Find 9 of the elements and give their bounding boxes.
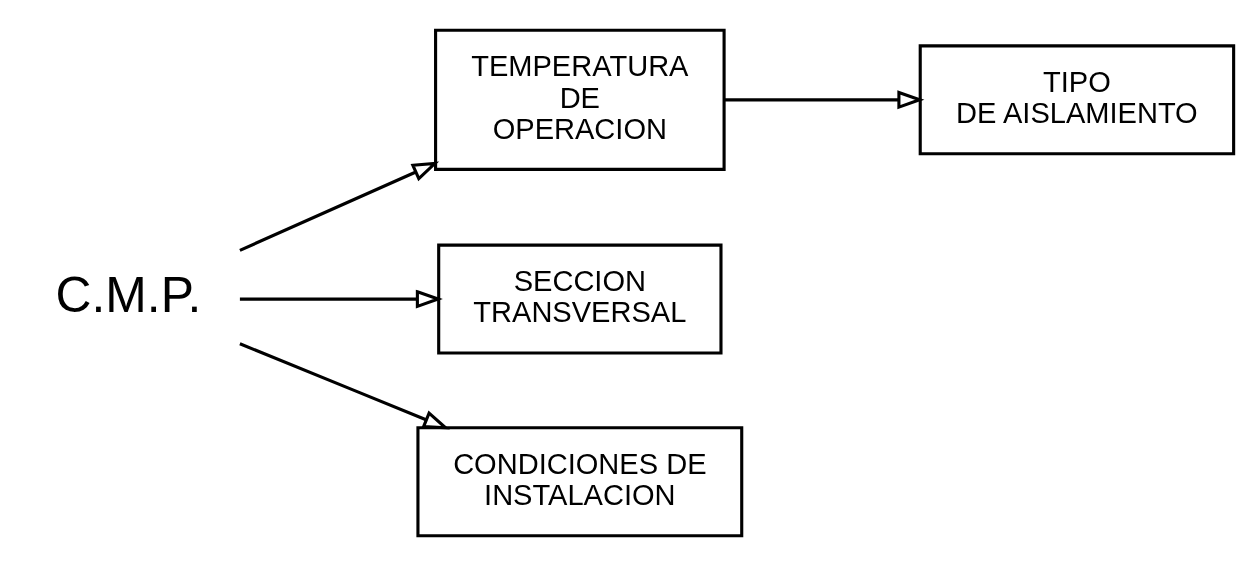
node-box: TEMPERATURA DE OPERACION — [434, 28, 726, 171]
node-box: TIPO DE AISLAMIENTO — [918, 44, 1236, 156]
arrow — [239, 161, 440, 252]
node-text: C.M.P. — [55, 266, 202, 323]
arrow — [239, 289, 443, 309]
arrow — [239, 342, 450, 430]
node-box: SECCION TRANSVERSAL — [437, 243, 723, 355]
arrow — [724, 90, 925, 110]
node-box: CONDICIONES DE INSTALACION — [416, 426, 744, 538]
